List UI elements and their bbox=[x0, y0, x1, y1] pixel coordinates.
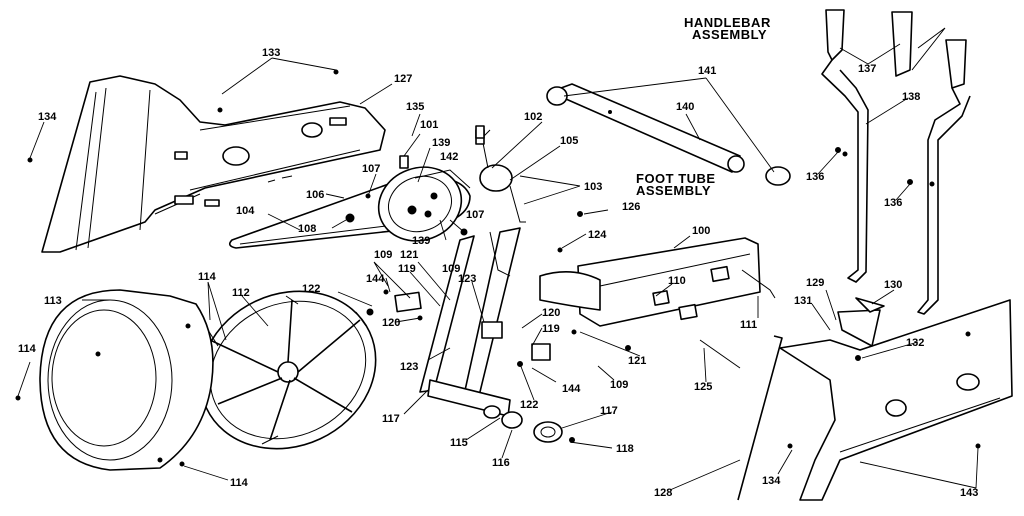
callout-130: 130 bbox=[884, 279, 902, 291]
callout-114-bottom: 114 bbox=[230, 477, 249, 489]
callout-108: 108 bbox=[298, 223, 316, 235]
callout-144-bottom: 144 bbox=[562, 383, 581, 395]
callout-139-bottom: 139 bbox=[412, 235, 430, 247]
callout-138: 138 bbox=[902, 91, 920, 103]
callout-143: 143 bbox=[960, 487, 978, 499]
right-rear-shroud bbox=[779, 297, 1013, 501]
callout-127: 127 bbox=[394, 73, 412, 85]
callout-120-right: 120 bbox=[542, 307, 560, 319]
callout-135: 135 bbox=[406, 101, 424, 113]
callout-126: 126 bbox=[622, 201, 640, 213]
callout-103: 103 bbox=[584, 181, 602, 193]
callout-136-left: 136 bbox=[806, 171, 824, 183]
callout-107-mid: 107 bbox=[466, 209, 484, 221]
flywheel bbox=[199, 290, 377, 450]
leader-lines bbox=[17, 43, 979, 491]
callout-114-top: 114 bbox=[198, 271, 217, 283]
callout-134-left: 134 bbox=[38, 111, 57, 123]
callout-125: 125 bbox=[694, 381, 712, 393]
callout-121-top: 121 bbox=[400, 249, 418, 261]
callout-101: 101 bbox=[420, 119, 438, 131]
callout-117-left: 117 bbox=[382, 413, 400, 425]
left-front-shroud bbox=[41, 75, 386, 253]
callout-144-left: 144 bbox=[366, 273, 385, 285]
callout-133: 133 bbox=[262, 47, 280, 59]
callout-114-left: 114 bbox=[18, 343, 37, 355]
callout-124: 124 bbox=[588, 229, 607, 241]
wheels bbox=[483, 405, 575, 443]
handlebar-assembly-title-line1: HANDLEBAR bbox=[684, 15, 771, 30]
callout-105: 105 bbox=[560, 135, 578, 147]
callout-140: 140 bbox=[676, 101, 694, 113]
callout-141: 141 bbox=[698, 65, 716, 77]
callout-104: 104 bbox=[236, 205, 255, 217]
callout-109-mid: 109 bbox=[442, 263, 460, 275]
foot-tube bbox=[546, 83, 791, 186]
callout-122-top: 122 bbox=[302, 283, 320, 295]
callout-102: 102 bbox=[524, 111, 542, 123]
callout-132: 132 bbox=[906, 337, 924, 349]
callout-118: 118 bbox=[616, 443, 634, 455]
callout-113: 113 bbox=[44, 295, 62, 307]
callout-106: 106 bbox=[306, 189, 324, 201]
handlebar-assembly bbox=[821, 9, 971, 315]
foot-tube-assembly-title-line1: FOOT TUBE bbox=[636, 171, 716, 186]
callouts: 133 127 134 135 101 102 139 142 105 107 … bbox=[18, 47, 978, 499]
flywheel-cover bbox=[39, 289, 214, 471]
callout-142: 142 bbox=[440, 151, 458, 163]
callout-111: 111 bbox=[740, 319, 757, 331]
assembly-titles: HANDLEBAR ASSEMBLY FOOT TUBE ASSEMBLY bbox=[636, 15, 771, 198]
foot-tube-assembly-title-line2: ASSEMBLY bbox=[636, 183, 711, 198]
callout-129: 129 bbox=[806, 277, 824, 289]
callout-110: 110 bbox=[668, 275, 686, 287]
callout-109-bottom: 109 bbox=[610, 379, 628, 391]
callout-134-right: 134 bbox=[762, 475, 781, 487]
callout-136-right: 136 bbox=[884, 197, 902, 209]
callout-137: 137 bbox=[858, 63, 876, 75]
callout-139-top: 139 bbox=[432, 137, 450, 149]
callout-123-top: 123 bbox=[458, 273, 476, 285]
callout-122-bottom: 122 bbox=[520, 399, 538, 411]
callout-128: 128 bbox=[654, 487, 672, 499]
callout-100: 100 bbox=[692, 225, 710, 237]
callout-119-top: 119 bbox=[398, 263, 416, 275]
callout-123-bottom: 123 bbox=[400, 361, 418, 373]
callout-117-right: 117 bbox=[600, 405, 618, 417]
callout-121-bottom: 121 bbox=[628, 355, 646, 367]
callout-131: 131 bbox=[794, 295, 812, 307]
main-frame bbox=[539, 237, 776, 327]
callout-112: 112 bbox=[232, 287, 250, 299]
upright-tubes bbox=[394, 227, 551, 417]
callout-107-top: 107 bbox=[362, 163, 380, 175]
callout-116: 116 bbox=[492, 457, 510, 469]
handlebar-assembly-title-line2: ASSEMBLY bbox=[692, 27, 767, 42]
callout-120-left: 120 bbox=[382, 317, 400, 329]
callout-119-right: 119 bbox=[542, 323, 560, 335]
callout-109-left: 109 bbox=[374, 249, 392, 261]
callout-115: 115 bbox=[450, 437, 468, 449]
